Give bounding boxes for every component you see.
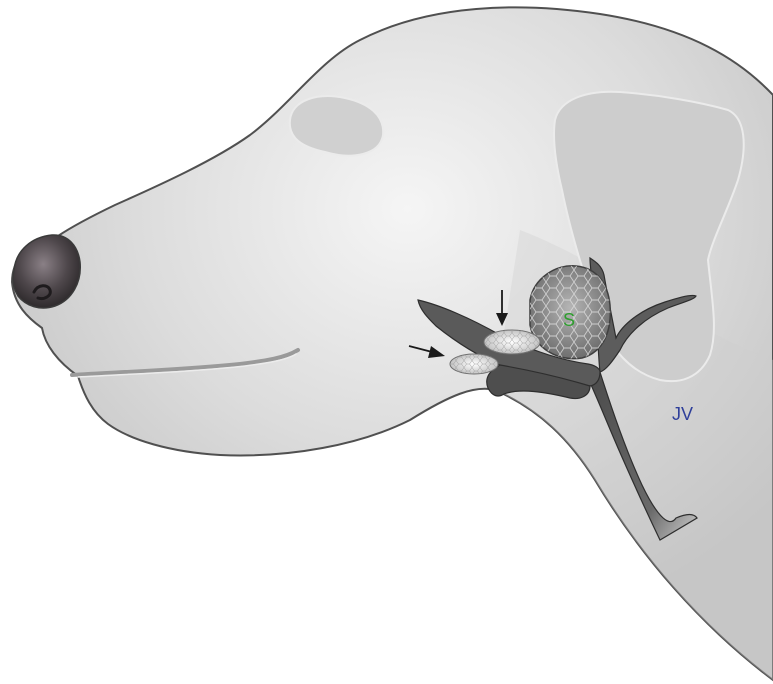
label-salivary-gland: S	[563, 310, 575, 330]
label-jugular-vein: JV	[672, 404, 693, 424]
lymph-node-lower	[450, 354, 498, 374]
lymph-node-upper	[484, 330, 540, 354]
